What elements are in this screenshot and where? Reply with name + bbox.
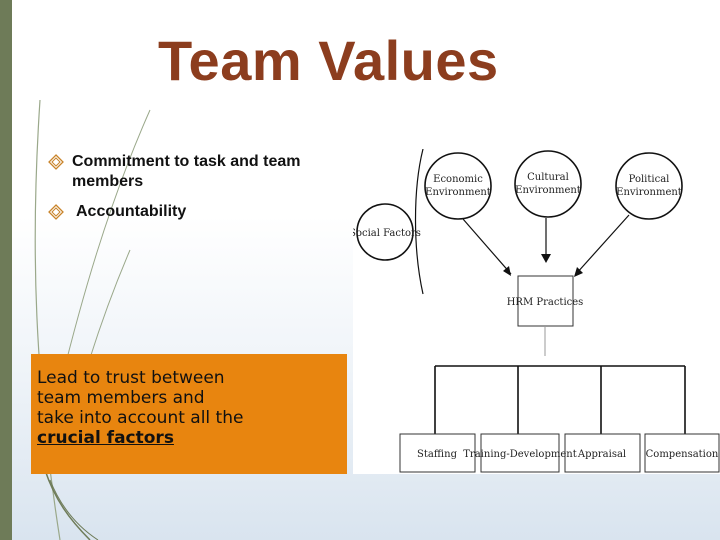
callout-line-2: team members and: [37, 388, 205, 408]
diamond-arrow-bullet-icon: [48, 154, 64, 170]
hrm-diagram: Social Factors Economic Environment Cult…: [353, 149, 720, 474]
economic-label-1: Economic: [433, 174, 483, 185]
page-title: Team Values: [158, 29, 499, 92]
callout-emphasis: crucial factors: [37, 428, 174, 448]
accent-bar: [0, 0, 12, 540]
compensation-label: Compensation: [646, 449, 719, 460]
bullet-text: Accountability: [76, 203, 187, 220]
bullet-item-accountability: Accountability: [48, 202, 348, 222]
hrm-practices-label: HRM Practices: [507, 297, 584, 308]
bullet-text-line2: members: [72, 173, 144, 190]
political-label-1: Political: [629, 174, 670, 185]
bullet-list: Commitment to task and team members Acco…: [48, 152, 348, 232]
appraisal-label: Appraisal: [577, 449, 626, 460]
callout-line-3: take into account all the: [37, 408, 244, 428]
bullet-item-commitment: Commitment to task and team members: [48, 152, 348, 192]
bullet-text-line1: Commitment to task and team: [72, 153, 301, 170]
hrm-practices-box: [517, 275, 574, 327]
callout-box: Lead to trust between team members and t…: [31, 354, 347, 474]
hrm-diagram-canvas: Social Factors Economic Environment Cult…: [353, 149, 720, 473]
appraisal-box: [564, 433, 641, 473]
staffing-box: [399, 433, 476, 473]
social-factors-circle: [356, 203, 414, 261]
cultural-label-1: Cultural: [527, 172, 569, 183]
arrowhead: [503, 266, 511, 276]
political-arrow: [575, 214, 630, 275]
political-environment-circle: [615, 152, 683, 220]
callout-line-1: Lead to trust between: [37, 368, 225, 388]
economic-circle-arc: [414, 149, 424, 295]
cultural-label-2: Environment: [515, 185, 581, 196]
cultural-environment-circle: [514, 150, 582, 218]
diamond-arrow-bullet-icon: [48, 204, 64, 220]
political-label-2: Environment: [616, 187, 682, 198]
arrowhead: [574, 267, 583, 277]
economic-environment-circle: [424, 152, 492, 220]
training-label: Training-Development: [463, 449, 576, 460]
economic-arrow: [462, 218, 512, 275]
compensation-box: [644, 433, 720, 473]
economic-label-2: Environment: [425, 187, 491, 198]
arrowhead: [541, 254, 551, 263]
training-box: [480, 433, 560, 473]
social-factors-label: Social Factors: [353, 228, 421, 239]
staffing-label: Staffing: [417, 449, 458, 460]
